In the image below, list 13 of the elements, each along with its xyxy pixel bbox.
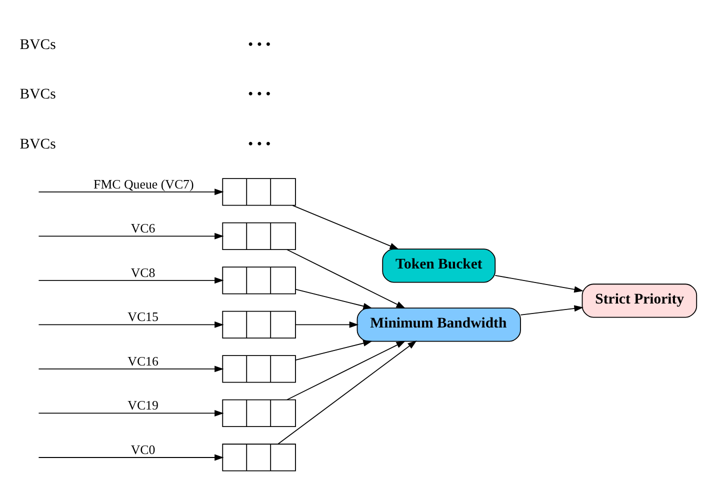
edge-label: VC15 [128,310,158,324]
edge-label: VC6 [130,222,156,236]
edge-label: VC8 [130,266,156,280]
label: • • • [248,36,271,53]
label: • • • [248,86,271,103]
label: • • • [248,136,271,152]
label: BVCs [20,86,56,103]
label: BVCs [20,36,56,53]
edge-label: VC19 [128,398,158,413]
edge-label: VC0 [130,442,156,457]
edge-label: VC16 [128,354,158,368]
label: BVCs [20,136,56,152]
edge-label: FMC Queue (VC7) [94,177,194,192]
